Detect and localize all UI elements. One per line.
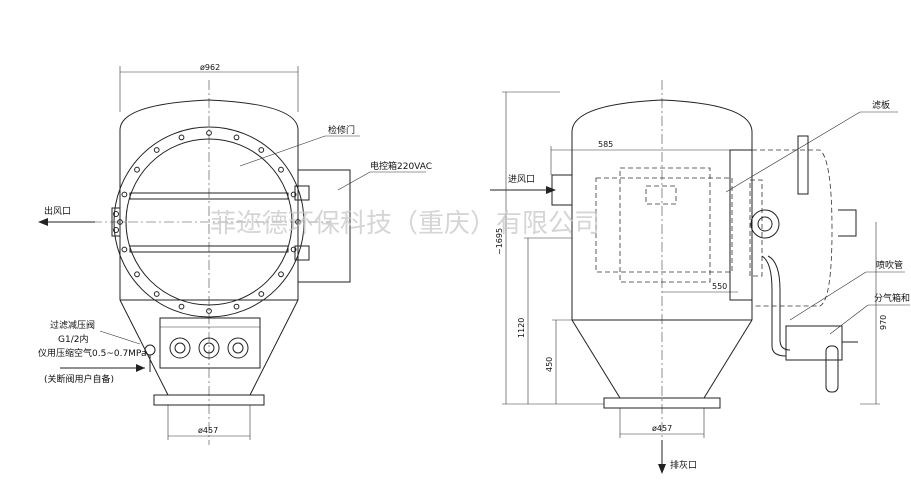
label-gas-box: 分气箱和 [874,292,910,304]
dim-970: 970 [879,315,888,330]
bolt-icon [134,271,140,278]
filter-cartridge-inner [619,167,711,283]
left-view: ø962 出风口 检修门 电控箱22 [38,63,432,445]
bolt-icon [178,134,185,141]
bolt-icon [233,134,240,141]
gas-box-tank [825,345,839,393]
bolt-icon [206,130,212,136]
hinge-left [111,207,121,237]
label-access-door: 检修门 [328,124,355,136]
bolt-icon [153,147,160,153]
bolt-icon [134,166,140,173]
label-thread: G1/2内 [58,333,88,345]
air-inlet-arrow-icon [136,364,145,372]
pulse-valve-icon [227,337,249,359]
dim-flange-left: ø457 [198,426,218,435]
dim-diameter: ø962 [200,63,220,72]
label-ash-outlet: 排灰口 [670,459,697,471]
bolt-icon [258,291,265,297]
regulator-icon [144,344,156,356]
bolt-icon [206,308,212,314]
filter-bar-lower [129,245,289,253]
label-filter-plate: 滤板 [872,99,890,111]
access-door-outer [113,126,305,318]
valve-manifold [159,317,261,369]
filter-cartridge-outer [595,177,733,273]
latch-upper [294,185,310,201]
dim-550: 550 [712,282,727,291]
right-view: ø457 排灰口 进风口 585 550 [490,80,910,474]
bolt-icon [278,166,284,173]
pulse-valve-icon [198,337,220,359]
cone-left [119,299,169,396]
door-handle [838,209,857,237]
cone-right [249,299,299,396]
latch-lower [294,245,310,261]
dim-flange-right: ø457 [652,424,672,433]
ash-outlet-arrow-icon [658,464,666,474]
watermark: 菲迩德环保科技（重庆）有限公司 [210,209,600,239]
dim-1120: 1120 [517,318,526,338]
bolt-icon [290,191,297,198]
side-door [729,149,753,301]
blow-pipe-flange [750,209,780,239]
pulse-valve-icon [169,337,191,359]
bolt-icon [290,246,297,253]
bolt-icon [258,147,265,153]
bottom-flange [153,394,265,406]
bolt-icon [233,303,240,310]
gas-box [785,325,843,361]
door-bolts [117,130,301,314]
label-air: 仪用压缩空气0.5~0.7MPa [38,347,146,359]
label-control-box: 电控箱220VAC [370,160,432,172]
label-regulator: 过滤减压阀 [50,319,95,331]
dim-585: 585 [598,140,613,149]
bolt-icon [178,303,185,310]
bolt-icon [121,246,128,253]
bolt-icon [121,191,128,198]
blow-pipe-1 [761,255,787,357]
control-box [297,169,351,283]
outlet-arrow-icon [38,218,48,226]
label-blow-pipe: 喷吹管 [876,259,903,271]
access-door-inner [125,138,293,306]
label-user-note: (关断阀用户自备) [44,373,114,385]
inlet-arrow-icon [546,186,556,194]
label-inlet: 进风口 [508,174,535,185]
bottom-flange-side [603,397,721,409]
dim-height: ~1695 [495,228,504,255]
pulse-valves [169,337,249,359]
label-outlet: 出风口 [44,205,71,217]
bolt-icon [278,271,284,278]
filter-bar-upper [129,192,289,200]
door-swing-outline [752,149,833,307]
vent-pipe [797,135,809,195]
bolt-icon [153,291,160,297]
dim-450: 450 [545,357,554,372]
